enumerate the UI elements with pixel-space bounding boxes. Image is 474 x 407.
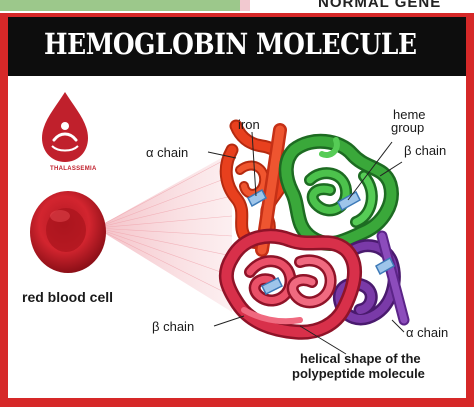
red-blood-cell-illustration bbox=[30, 191, 106, 273]
label-alpha-chain-bottom: α chain bbox=[406, 326, 448, 340]
logo-name: THALASSEMIA bbox=[50, 166, 97, 172]
label-beta-chain-top: β chain bbox=[404, 144, 446, 158]
label-helical-line2: polypeptide molecule bbox=[292, 367, 425, 381]
beta-chain-top bbox=[286, 140, 391, 244]
label-heme-line2: group bbox=[391, 121, 424, 135]
label-iron: iron bbox=[238, 118, 260, 132]
label-helical-line1: helical shape of the bbox=[300, 352, 421, 366]
label-red-blood-cell: red blood cell bbox=[22, 290, 113, 304]
beta-chain-bottom bbox=[226, 236, 354, 332]
label-beta-chain-bottom: β chain bbox=[152, 320, 194, 334]
thalassemia-logo bbox=[42, 92, 88, 162]
label-alpha-chain-top: α chain bbox=[146, 146, 188, 160]
magnification-beam bbox=[96, 152, 232, 312]
